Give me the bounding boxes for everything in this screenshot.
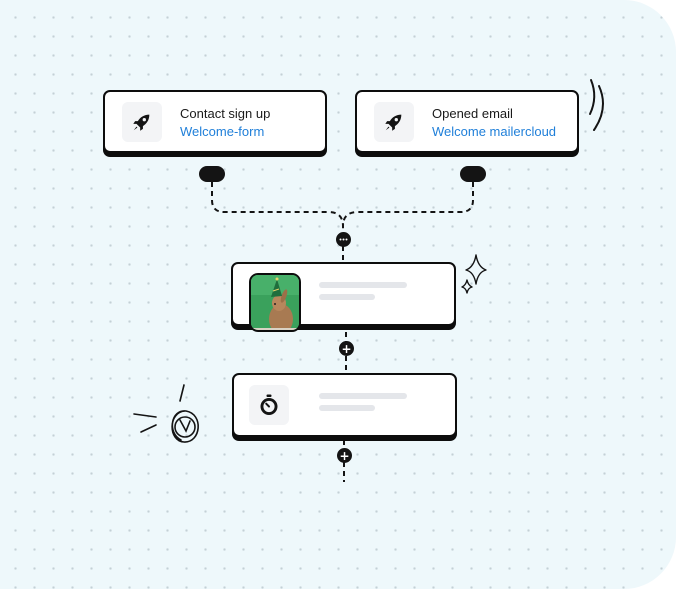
merge-node-icon[interactable] [336,232,351,247]
rocket-icon [385,114,402,131]
placeholder-line [319,294,375,300]
step-card-delay[interactable] [232,373,457,437]
step-card-image[interactable] [231,262,456,332]
trigger-subtitle-link[interactable]: Welcome mailercloud [432,124,557,139]
connector-handle[interactable] [460,166,486,182]
party-bunny-image [249,273,301,332]
rocket-icon [133,114,150,131]
trigger-title: Opened email [432,106,513,121]
trigger-card-opened-email[interactable]: Opened email Welcome mailercloud [355,90,579,153]
stopwatch-icon [260,394,278,415]
connector-handle[interactable] [199,166,225,182]
add-step-button[interactable]: + [337,448,352,463]
motion-lines-decoration [589,79,604,131]
trigger-icon-box [374,102,414,142]
trigger-title: Contact sign up [180,106,271,121]
placeholder-line [319,393,407,399]
trigger-icon-box [122,102,162,142]
trigger-subtitle-link[interactable]: Welcome-form [180,124,265,139]
sparkle-decoration [461,254,487,294]
placeholder-line [319,405,375,411]
clock-doodle-decoration [133,384,199,443]
step-icon-box [249,385,289,425]
placeholder-line [319,282,407,288]
add-step-button[interactable]: + [339,341,354,356]
trigger-card-contact-signup[interactable]: Contact sign up Welcome-form [103,90,327,153]
